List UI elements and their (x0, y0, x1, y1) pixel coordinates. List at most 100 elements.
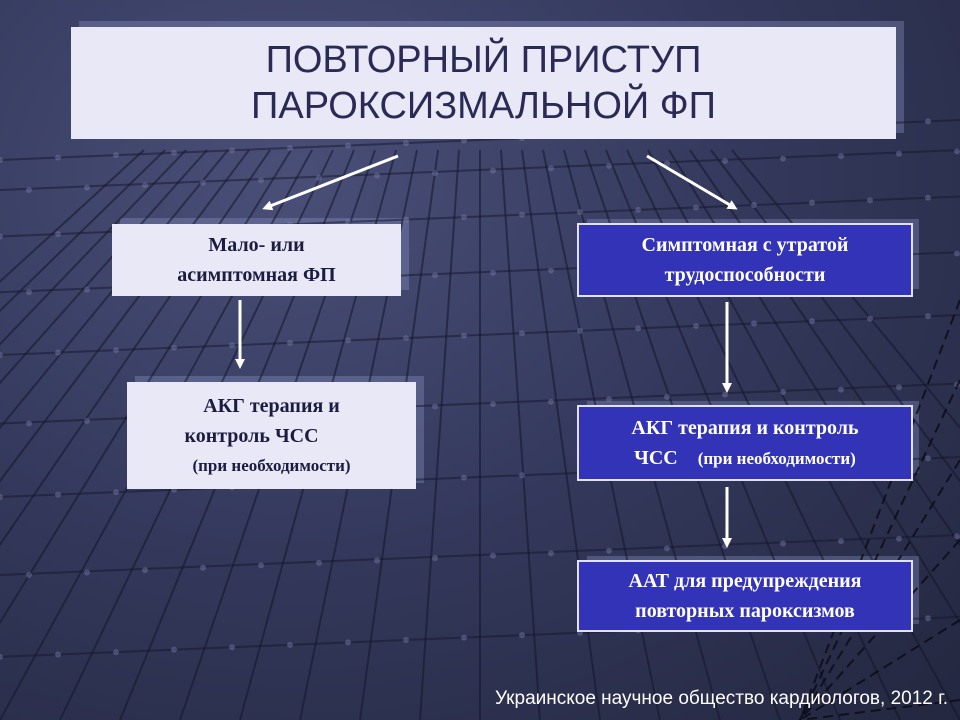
grid-mark (519, 211, 525, 218)
grid-mark (171, 344, 177, 351)
grid-mark (55, 154, 61, 161)
grid-mark (838, 538, 844, 545)
grid-mark (0, 149, 187, 346)
grid-mark (229, 342, 235, 349)
grid-mark (432, 170, 438, 177)
grid-mark (113, 152, 119, 159)
right-box-1-line-1: Симптомная с утратой (641, 234, 849, 256)
grid-mark (896, 384, 902, 391)
grid-mark (664, 545, 670, 552)
grid-mark (0, 313, 960, 356)
grid-mark (171, 646, 177, 653)
grid-mark (0, 157, 3, 163)
title-box: ПОВТОРНЫЙ ПРИСТУП ПАРОКСИЗМАЛЬНОЙ ФП (71, 21, 904, 139)
grid-mark (287, 144, 293, 151)
left-box-2-line-2: контроль ЧСС (184, 424, 319, 447)
left-box-2-line-3: (при необходимости) (192, 455, 351, 475)
grid-mark (0, 533, 960, 576)
grid-mark (26, 289, 32, 296)
grid-mark (0, 351, 3, 358)
grid-mark (635, 206, 641, 213)
grid-mark (26, 187, 32, 193)
grid-mark (345, 218, 351, 225)
grid-mark (113, 489, 119, 496)
grid-mark (432, 403, 438, 410)
grid-mark (287, 339, 293, 346)
grid-mark (925, 455, 931, 462)
right-box-2-line-1: АКГ терапия и контроль (631, 416, 859, 439)
grid-mark (722, 391, 728, 398)
grid-mark (461, 474, 467, 481)
grid-mark (751, 320, 757, 327)
grid-mark (403, 637, 409, 644)
grid-mark (693, 322, 699, 329)
right-box-3-line-1: ААТ для предупреждения (628, 570, 862, 592)
grid-mark (799, 699, 960, 720)
left-box-asymptomatic: Мало- или асимптомная ФП (112, 218, 409, 296)
grid-mark (925, 615, 931, 622)
grid-mark (548, 398, 554, 405)
grid-mark (84, 418, 90, 425)
grid-mark (84, 286, 90, 293)
right-box-2-line-2a: ЧСС (634, 446, 678, 469)
grid-mark (722, 542, 728, 549)
grid-mark (799, 379, 960, 720)
left-box-therapy: АКГ терапия и контроль ЧСС (при необходи… (127, 376, 424, 489)
grid-mark (577, 327, 583, 334)
grid-mark (316, 559, 322, 566)
grid-mark (229, 147, 235, 154)
grid-mark (577, 209, 583, 216)
grid-mark (664, 160, 670, 167)
grid-mark (258, 177, 264, 184)
grid-mark (519, 632, 525, 639)
title-line-1: ПОВТОРНЫЙ ПРИСТУП (265, 39, 702, 81)
grid-mark (954, 533, 960, 540)
grid-mark (432, 555, 438, 562)
grid-mark (925, 118, 931, 125)
grid-mark (55, 349, 61, 356)
grid-mark (0, 149, 145, 283)
left-box-1-line-1: Мало- или (208, 234, 305, 256)
grid-mark (432, 272, 438, 279)
grid-mark (374, 557, 380, 564)
grid-mark (925, 313, 931, 320)
grid-mark (954, 148, 960, 155)
grid-mark (867, 315, 873, 322)
right-box-therapy: АКГ терапия и контроль ЧСС (при необходи… (577, 401, 919, 481)
grid-mark (461, 137, 467, 144)
grid-mark (0, 493, 3, 500)
grid-mark (171, 149, 177, 156)
grid-mark (55, 491, 61, 498)
grid-mark (606, 547, 612, 554)
grid-mark (26, 571, 32, 578)
grid-mark (896, 535, 902, 542)
grid-mark (113, 649, 119, 656)
right-box-3-line-2: повторных пароксизмов (635, 600, 855, 622)
grid-mark (780, 155, 786, 162)
right-box-aat: ААТ для предупреждения повторных парокси… (577, 556, 919, 632)
grid-mark (780, 389, 786, 396)
grid-mark (113, 347, 119, 354)
right-box-symptomatic: Симптомная с утратой трудоспособности (577, 219, 919, 297)
grid-mark (548, 165, 554, 172)
grid-mark (0, 233, 3, 240)
grid-mark (751, 202, 757, 209)
grid-mark (500, 149, 541, 720)
grid-mark (55, 231, 61, 238)
grid-mark (0, 149, 166, 313)
grid-mark (200, 179, 206, 186)
grid-mark (26, 420, 32, 427)
grid-mark (461, 634, 467, 641)
grid-mark (606, 396, 612, 403)
grid-mark (345, 337, 351, 344)
grid-mark (200, 564, 206, 571)
grid-mark (809, 199, 815, 206)
grid-mark (461, 214, 467, 221)
grid-mark (374, 172, 380, 179)
grid-mark (635, 325, 641, 332)
grid-mark (142, 567, 148, 574)
grid-mark (519, 330, 525, 337)
grid-mark (345, 142, 351, 149)
grid-mark (287, 641, 293, 648)
grid-mark (490, 269, 496, 276)
